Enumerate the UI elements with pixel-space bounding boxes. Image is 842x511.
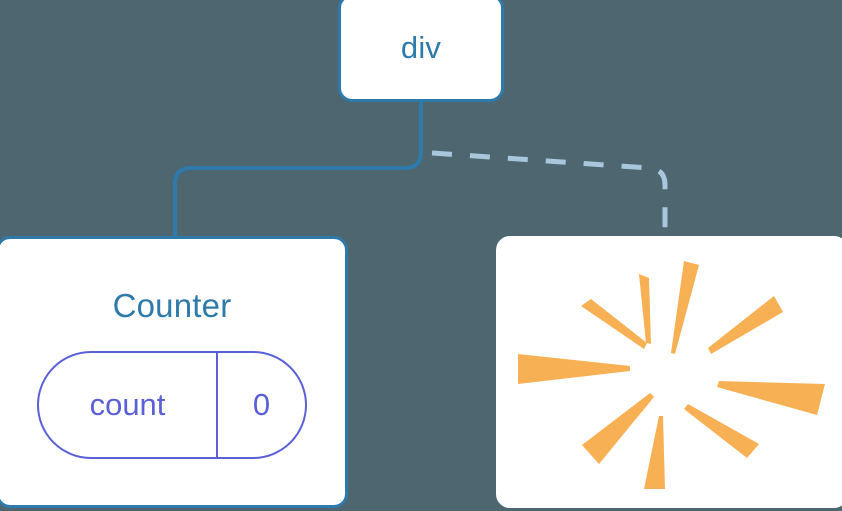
sparkle-ray (708, 296, 783, 354)
sparkle-ray (684, 404, 759, 458)
node-counter-label: Counter (112, 287, 232, 324)
sparkle-ray (518, 354, 630, 384)
sparkle-ray (717, 381, 825, 415)
sparkle-burst-icon (518, 261, 825, 489)
state-pill[interactable]: count 0 (37, 351, 307, 459)
edge-div-to-sparkle (431, 150, 668, 238)
state-value: 0 (252, 387, 271, 422)
node-div-label: div (400, 30, 442, 65)
state-key: count (39, 353, 218, 457)
node-sparkle[interactable] (496, 236, 842, 508)
node-div[interactable]: div (338, 0, 504, 102)
sparkle-ray (639, 274, 651, 344)
sparkle-ray (671, 261, 699, 354)
edge-div-to-counter (173, 99, 423, 240)
sparkle-ray (644, 416, 665, 489)
sparkle-ray (582, 393, 654, 464)
node-counter[interactable]: Counter count 0 (0, 236, 348, 508)
sparkle-ray (581, 299, 647, 349)
